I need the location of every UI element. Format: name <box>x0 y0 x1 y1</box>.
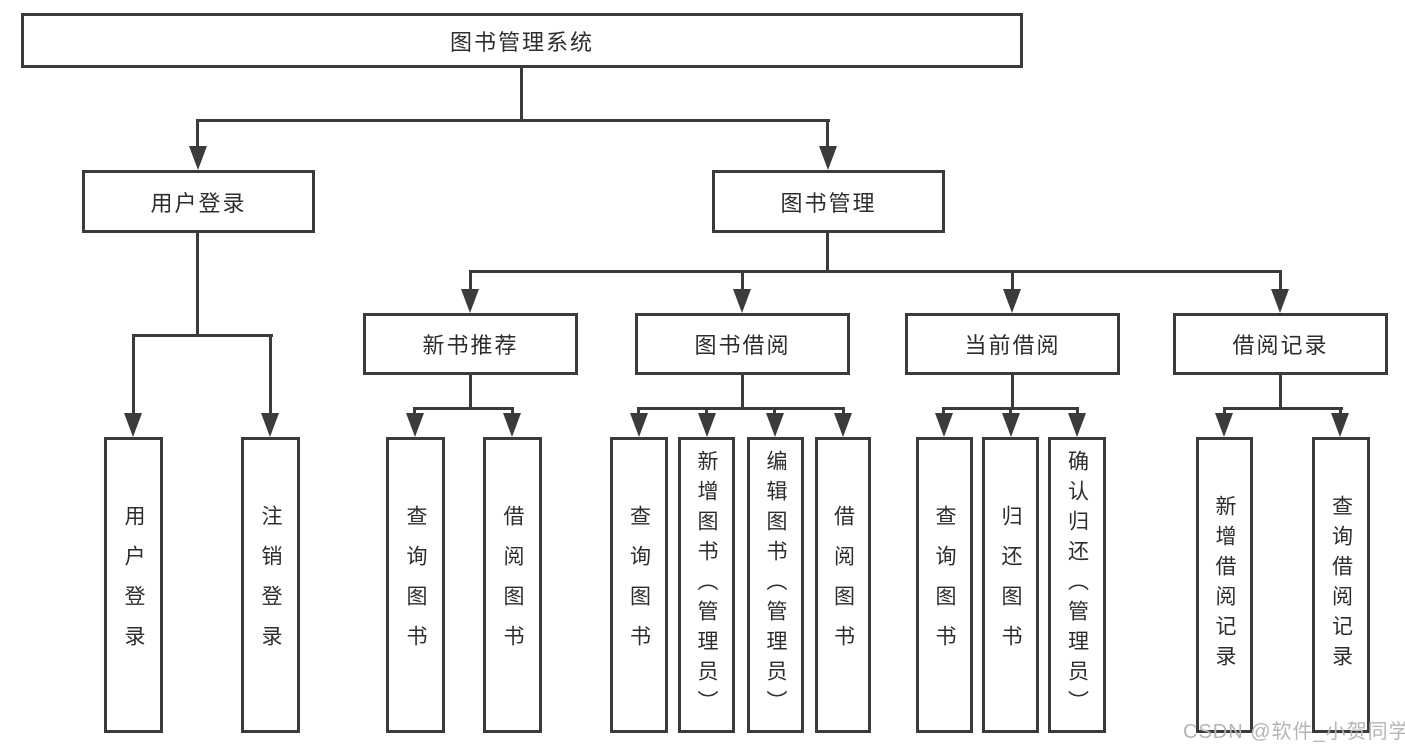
connector-records-rail <box>1223 407 1343 410</box>
connector-borrowing-rail <box>637 407 845 410</box>
connector-drop <box>705 407 708 415</box>
leaf-edit-books-admin-label: 编辑图书（管理员） <box>764 450 787 720</box>
connector-root-stem <box>520 68 523 120</box>
leaf-borrow-books-recommend-label: 借阅图书 <box>501 505 524 665</box>
connector-drop <box>942 407 945 415</box>
node-book-management: 图书管理 <box>712 170 945 233</box>
connector-drop <box>1339 407 1342 415</box>
leaf-add-books-admin-label: 新增图书（管理员） <box>695 450 718 720</box>
arrow-down-icon <box>406 413 424 437</box>
connector-book-mgmt-stem <box>826 233 829 271</box>
connector-book-mgmt-drop <box>826 119 829 150</box>
leaf-query-books-recommend-label: 查询图书 <box>404 505 427 665</box>
leaf-query-books-current-label: 查询图书 <box>933 505 956 665</box>
leaf-add-borrow-record-label: 新增借阅记录 <box>1213 495 1236 675</box>
connector-drop <box>773 407 776 415</box>
leaf-user-login-label: 用户登录 <box>122 505 145 665</box>
leaf-borrow-books-borrowing: 借阅图书 <box>815 437 871 733</box>
node-borrowing-records: 借阅记录 <box>1173 313 1388 375</box>
connector-drop <box>1279 270 1282 291</box>
connector-current-stem <box>1011 375 1014 409</box>
connector-drop <box>1009 407 1012 415</box>
watermark: CSDN @软件_小贺同学 <box>1183 721 1405 743</box>
arrow-down-icon <box>1215 413 1233 437</box>
connector-records-stem <box>1279 375 1282 409</box>
node-book-management-label: 图书管理 <box>780 190 877 216</box>
connector-drop <box>1223 407 1226 415</box>
arrow-down-icon <box>1068 413 1086 437</box>
leaf-return-books: 归还图书 <box>982 437 1039 733</box>
node-book-borrowing: 图书借阅 <box>635 313 850 375</box>
leaf-confirm-return-admin-label: 确认归还（管理员） <box>1065 450 1089 720</box>
node-borrowing-records-label: 借阅记录 <box>1232 333 1329 358</box>
leaf-add-books-admin: 新增图书（管理员） <box>678 437 735 733</box>
leaf-query-borrow-record-label: 查询借阅记录 <box>1329 495 1353 675</box>
node-current-borrowing-label: 当前借阅 <box>964 333 1061 358</box>
connector-user-login-drop <box>196 119 199 150</box>
arrow-down-icon <box>698 413 716 437</box>
connector-drop <box>511 407 514 415</box>
leaf-query-books-borrowing-label: 查询图书 <box>627 505 651 665</box>
node-user-login: 用户登录 <box>82 170 315 233</box>
leaf-query-books-current: 查询图书 <box>916 437 973 733</box>
node-current-borrowing: 当前借阅 <box>905 313 1120 375</box>
arrow-down-icon <box>503 413 521 437</box>
node-user-login-label: 用户登录 <box>150 190 247 216</box>
leaf-borrow-books-recommend: 借阅图书 <box>483 437 542 733</box>
leaf-confirm-return-admin: 确认归还（管理员） <box>1048 437 1106 733</box>
node-new-book-recommend: 新书推荐 <box>363 313 578 375</box>
leaf-query-books-borrowing: 查询图书 <box>610 437 668 733</box>
node-library-system: 图书管理系统 <box>21 13 1023 68</box>
node-new-book-recommend-label: 新书推荐 <box>422 333 519 358</box>
arrow-down-icon <box>1003 289 1021 313</box>
arrow-down-icon <box>834 413 852 437</box>
connector-borrowing-stem <box>741 375 744 409</box>
arrow-down-icon <box>1331 413 1349 437</box>
arrow-down-icon <box>189 146 207 170</box>
arrow-down-icon <box>461 289 479 313</box>
connector-drop <box>132 334 135 414</box>
arrow-down-icon <box>766 413 784 437</box>
arrow-down-icon <box>261 413 279 437</box>
connector-drop <box>1076 407 1079 415</box>
arrow-down-icon <box>733 289 751 313</box>
leaf-borrow-books-borrowing-label: 借阅图书 <box>831 505 855 665</box>
arrow-down-icon <box>1271 289 1289 313</box>
leaf-logout-label: 注销登录 <box>259 505 282 665</box>
leaf-query-books-recommend: 查询图书 <box>386 437 445 733</box>
connector-recommend-stem <box>469 375 472 409</box>
node-book-borrowing-label: 图书借阅 <box>694 333 791 358</box>
connector-drop <box>469 270 472 291</box>
connector-recommend-rail <box>413 407 514 410</box>
connector-drop <box>269 334 272 414</box>
leaf-add-borrow-record: 新增借阅记录 <box>1196 437 1253 733</box>
arrow-down-icon <box>124 413 142 437</box>
leaf-return-books-label: 归还图书 <box>999 505 1022 665</box>
leaf-edit-books-admin: 编辑图书（管理员） <box>747 437 804 733</box>
connector-drop <box>413 407 416 415</box>
connector-drop <box>1011 270 1014 291</box>
leaf-logout: 注销登录 <box>241 437 300 733</box>
arrow-down-icon <box>935 413 953 437</box>
connector-drop <box>637 407 640 415</box>
connector-level2-rail <box>196 119 830 122</box>
arrow-down-icon <box>819 146 837 170</box>
connector-drop <box>842 407 845 415</box>
arrow-down-icon <box>630 413 648 437</box>
leaf-user-login: 用户登录 <box>104 437 163 733</box>
leaf-query-borrow-record: 查询借阅记录 <box>1312 437 1370 733</box>
node-library-system-label: 图书管理系统 <box>449 29 594 55</box>
connector-level3-rail <box>469 270 1282 273</box>
connector-user-login-rail <box>132 334 273 337</box>
arrow-down-icon <box>1002 413 1020 437</box>
connector-user-login-stem <box>196 233 199 336</box>
connector-drop <box>741 270 744 291</box>
